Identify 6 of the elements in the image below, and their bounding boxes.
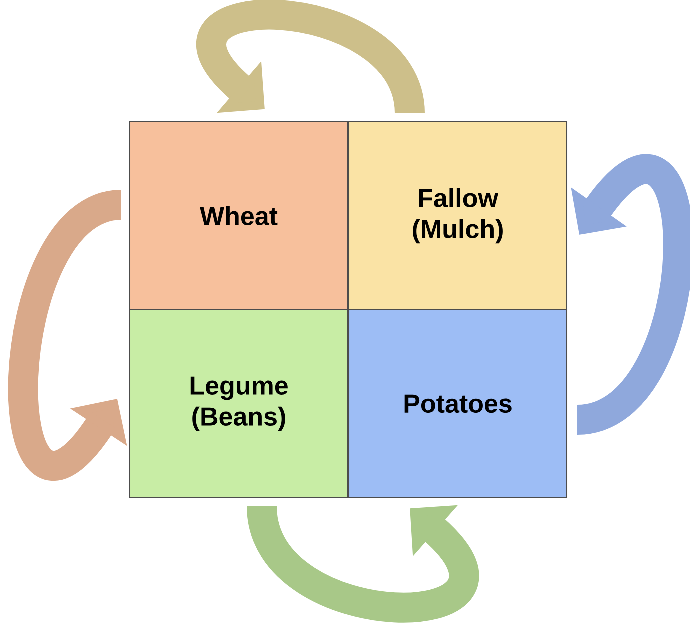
crop-box: Wheat [130, 122, 348, 310]
curved-arrow [247, 504, 479, 623]
crop-box: Legume (Beans) [130, 310, 348, 498]
crop-box: Potatoes [348, 310, 568, 498]
crop-box: Fallow (Mulch) [348, 122, 568, 310]
curved-arrow [197, 0, 425, 116]
